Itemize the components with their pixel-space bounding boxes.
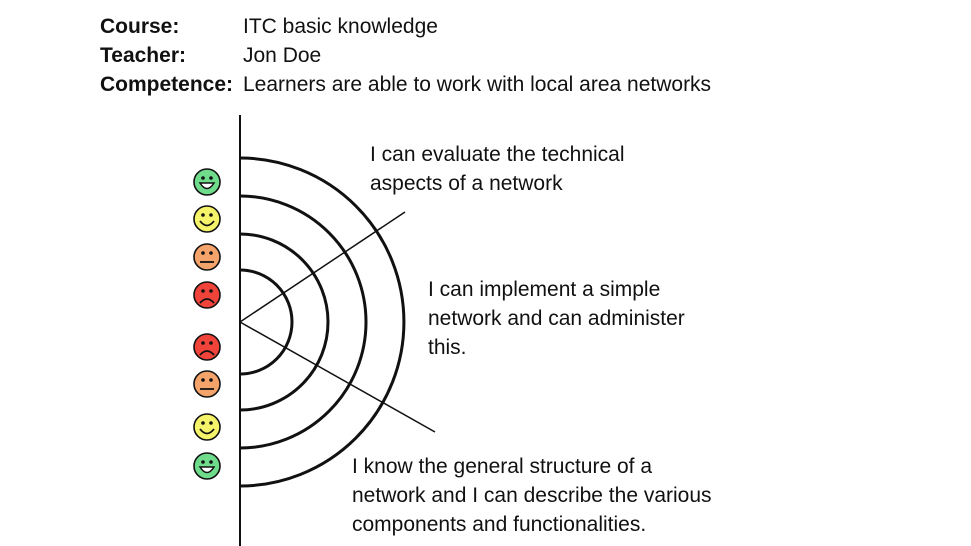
neutral-smiley-icon: [193, 370, 221, 398]
sad-smiley-icon: [193, 281, 221, 309]
divider-upper: [239, 211, 406, 323]
ring-1: [239, 268, 294, 376]
level-middle-caption: I can implement a simple network and can…: [428, 278, 685, 359]
competence-value: Learners are able to work with local are…: [243, 73, 712, 96]
course-value: ITC basic knowledge: [243, 15, 438, 38]
level-bottom-caption: I know the general structure of a networ…: [352, 455, 712, 536]
teacher-value: Jon Doe: [243, 44, 322, 67]
level-top-caption: I can evaluate the technical aspects of …: [370, 143, 625, 195]
course-label: Course:: [100, 15, 180, 38]
happy-smiley-icon: [193, 205, 221, 233]
divider-lower: [239, 321, 436, 433]
happy-smiley-icon: [193, 413, 221, 441]
sad-smiley-icon: [193, 333, 221, 361]
ring-4: [239, 156, 406, 488]
very-happy-smiley-icon: [193, 452, 221, 480]
very-happy-smiley-icon: [193, 168, 221, 196]
ring-2: [239, 232, 330, 412]
neutral-smiley-icon: [193, 243, 221, 271]
competence-label: Competence:: [100, 73, 234, 96]
teacher-label: Teacher:: [100, 44, 186, 67]
ring-3: [239, 194, 368, 450]
